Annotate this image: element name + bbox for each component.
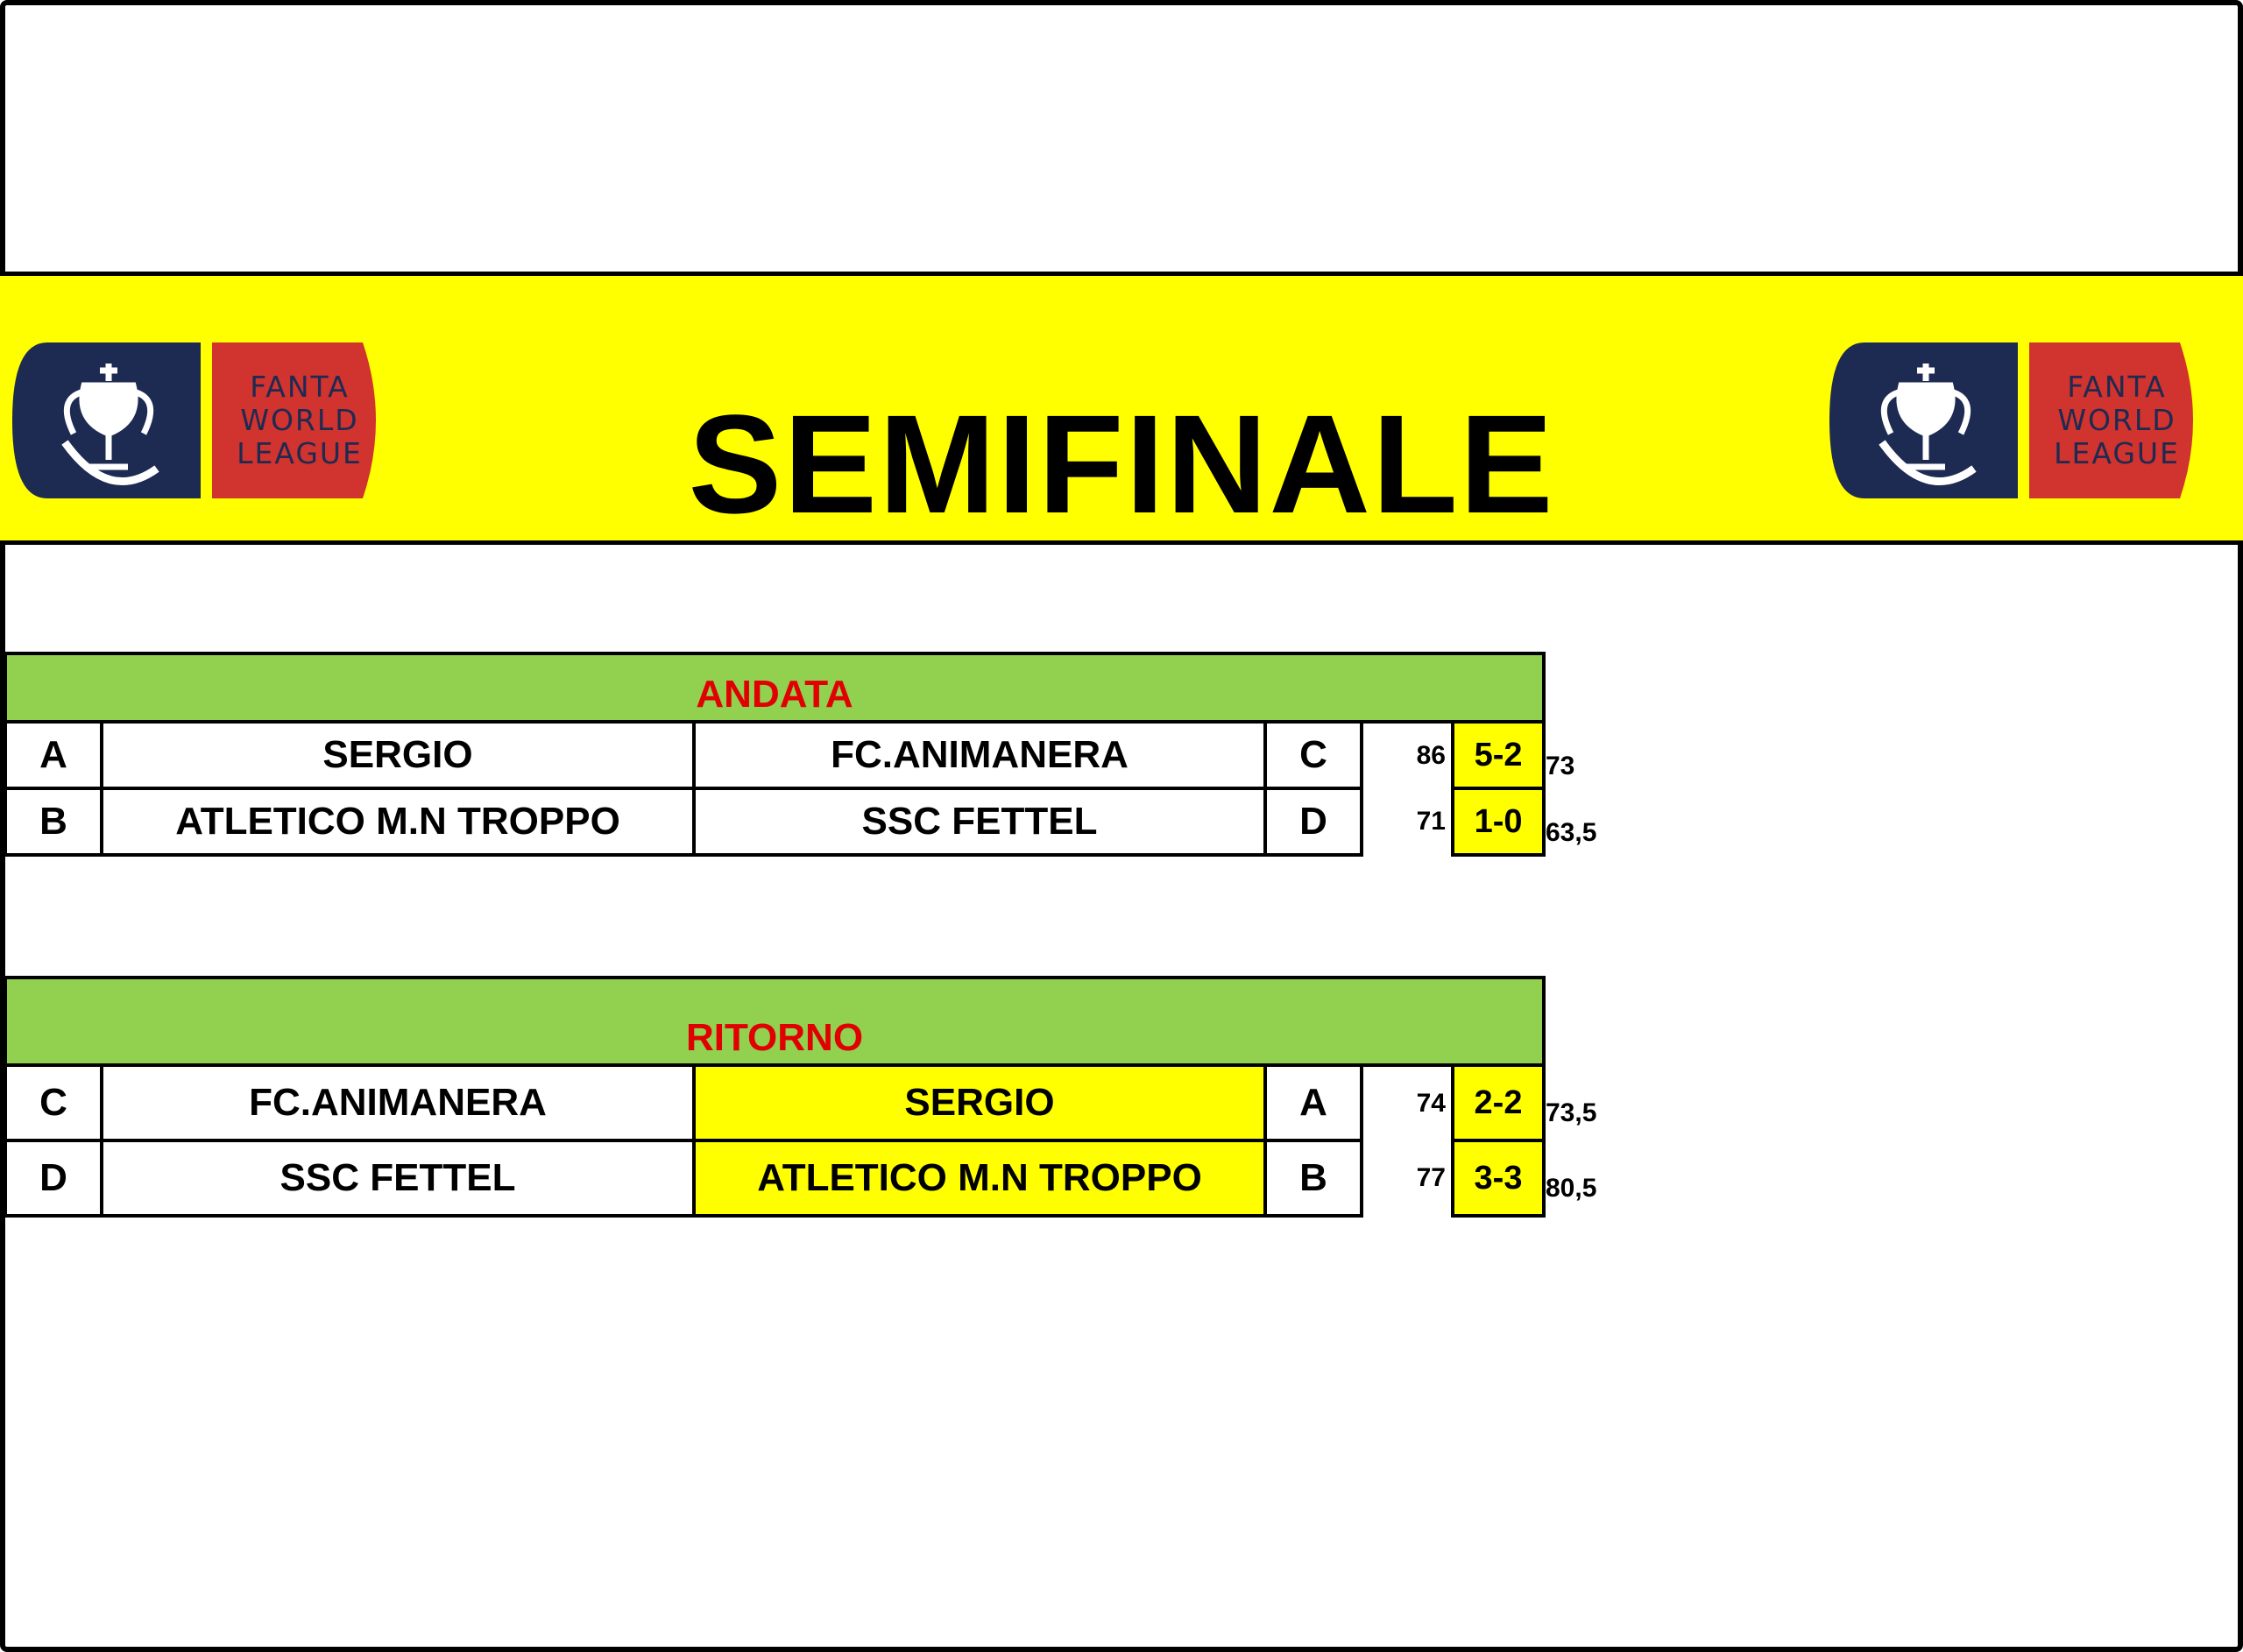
- away-team: ATLETICO M.N TROPPO: [692, 1139, 1267, 1218]
- away-group: D: [1263, 787, 1363, 857]
- ritorno-header: RITORNO: [3, 976, 1546, 1067]
- table-row: D SSC FETTEL ATLETICO M.N TROPPO B 77 3-…: [4, 1139, 1546, 1218]
- table-row: C FC.ANIMANERA SERGIO A 74 2-2: [4, 1063, 1546, 1142]
- home-team: SSC FETTEL: [100, 1139, 696, 1218]
- match-score: 5-2: [1450, 720, 1546, 790]
- table-row: A SERGIO FC.ANIMANERA C 86 5-2: [4, 720, 1546, 790]
- away-group: A: [1263, 1063, 1363, 1142]
- title-banner: FANTA WORLD LEAGUE SEMIFINALE FANTA WORL…: [0, 272, 2243, 545]
- fanta-world-league-logo-left: [12, 342, 376, 498]
- away-group: C: [1263, 720, 1363, 790]
- home-team: ATLETICO M.N TROPPO: [100, 787, 696, 857]
- home-points: 74: [1416, 1089, 1446, 1118]
- fanta-world-league-logo-right: [1829, 342, 2193, 498]
- page-title: SEMIFINALE: [688, 385, 1555, 542]
- ritorno-table: RITORNO C FC.ANIMANERA SERGIO A 74 2-2 D…: [3, 976, 1546, 1218]
- trophy-icon: [1879, 364, 1977, 485]
- table-row: B ATLETICO M.N TROPPO SSC FETTEL D 71 1-…: [4, 787, 1546, 857]
- away-points: 63,5: [1546, 818, 1597, 847]
- away-team: SERGIO: [692, 1063, 1267, 1142]
- home-group: C: [4, 1063, 103, 1142]
- home-team: SERGIO: [100, 720, 696, 790]
- match-score: 1-0: [1450, 787, 1546, 857]
- home-group: D: [4, 1139, 103, 1218]
- andata-header: ANDATA: [3, 652, 1546, 724]
- away-team: FC.ANIMANERA: [692, 720, 1267, 790]
- away-points: 73: [1546, 752, 1575, 780]
- match-score: 3-3: [1450, 1139, 1546, 1218]
- home-points: 77: [1416, 1163, 1446, 1192]
- home-points: 71: [1416, 807, 1446, 836]
- trophy-icon: [61, 364, 159, 485]
- away-group: B: [1263, 1139, 1363, 1218]
- away-points: 73,5: [1546, 1098, 1597, 1127]
- home-group: B: [4, 787, 103, 857]
- home-group: A: [4, 720, 103, 790]
- home-team: FC.ANIMANERA: [100, 1063, 696, 1142]
- away-team: SSC FETTEL: [692, 787, 1267, 857]
- away-points: 80,5: [1546, 1174, 1597, 1203]
- home-points: 86: [1416, 741, 1446, 770]
- andata-table: ANDATA A SERGIO FC.ANIMANERA C 86 5-2 B …: [3, 652, 1546, 857]
- match-score: 2-2: [1450, 1063, 1546, 1142]
